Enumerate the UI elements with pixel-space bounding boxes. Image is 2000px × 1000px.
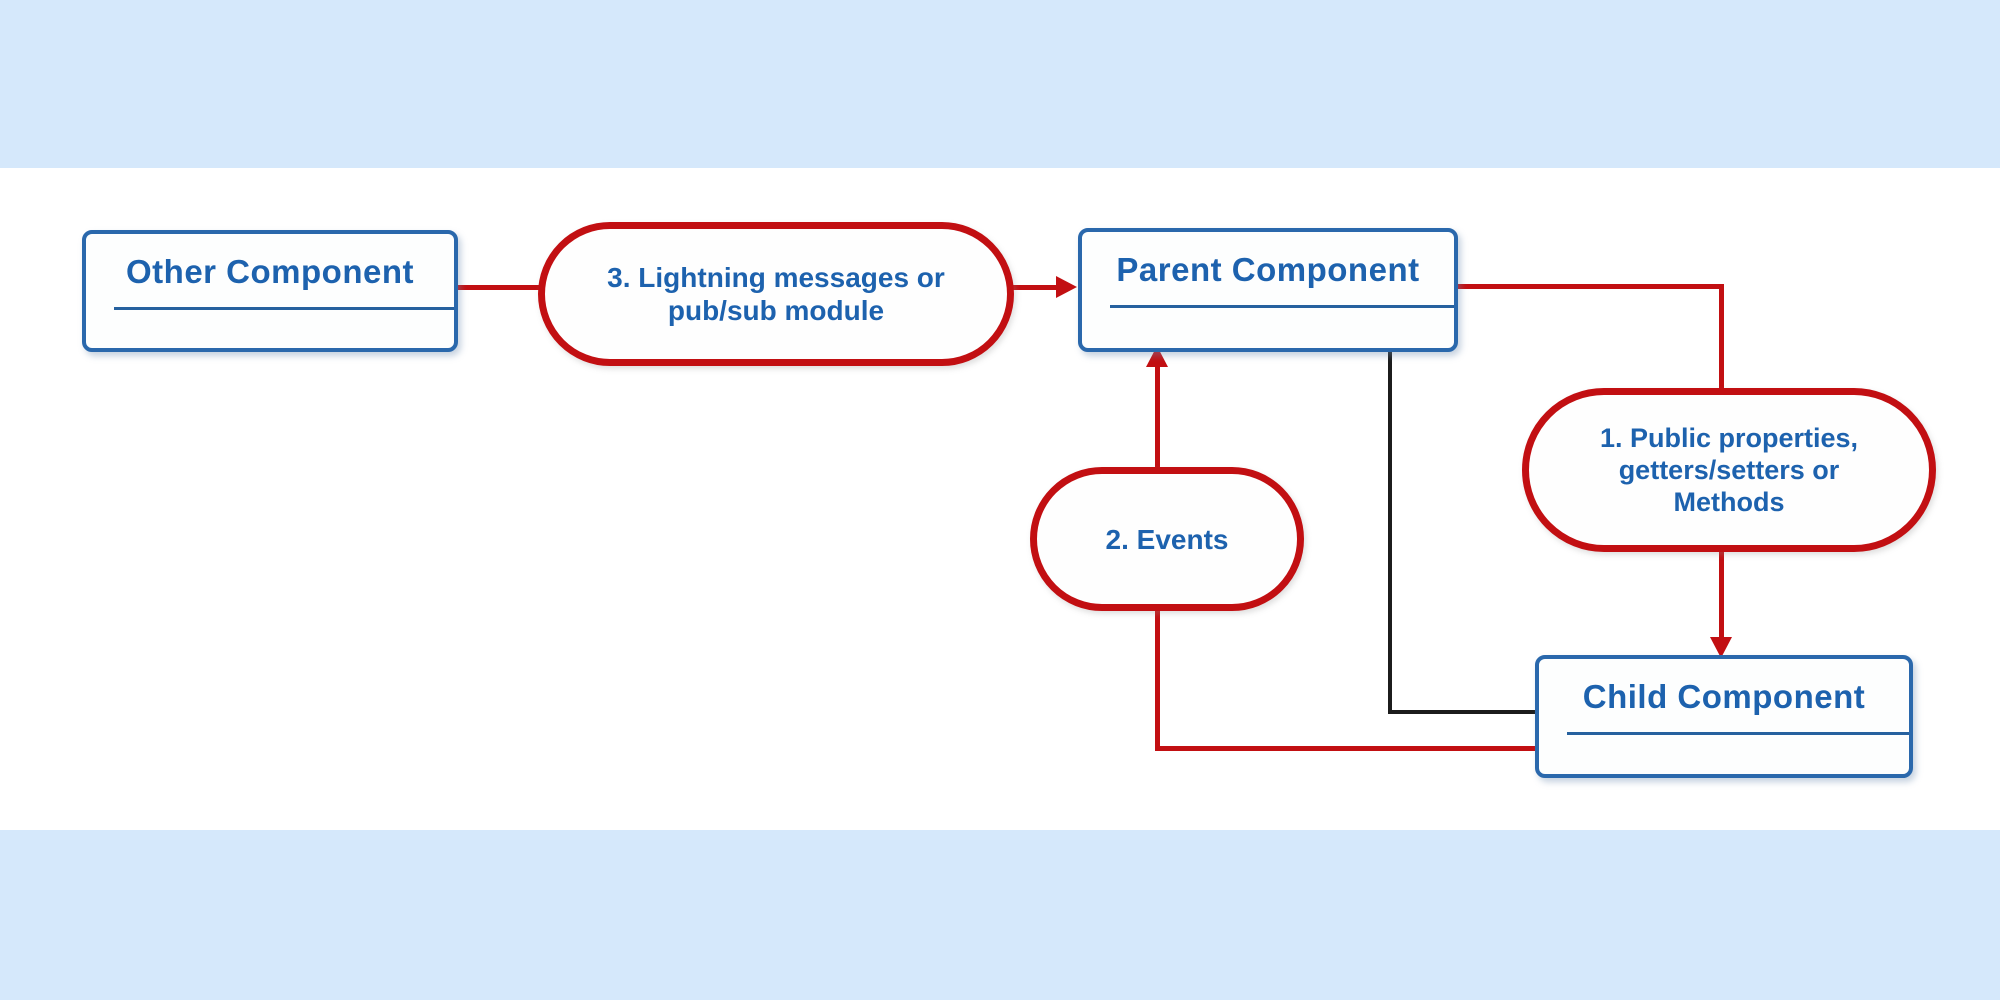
bottom-background-band: [0, 830, 2000, 1000]
lightning-messages-label: 3. Lightning messages or pub/sub module: [607, 262, 945, 326]
arrowhead-into-child-top: [1710, 637, 1732, 658]
connector-parent-to-child-vertical: [1388, 347, 1392, 714]
connector-messages-to-parent: [995, 285, 1060, 290]
connector-events-to-parent: [1155, 360, 1160, 472]
public-properties-oval: 1. Public properties, getters/setters or…: [1522, 388, 1936, 552]
events-label: 2. Events: [1105, 523, 1229, 555]
other-component-box: Other Component: [82, 230, 458, 352]
connector-other-to-messages: [446, 285, 546, 290]
lightning-messages-oval: 3. Lightning messages or pub/sub module: [538, 222, 1014, 366]
child-component-divider: [1567, 732, 1909, 735]
connector-parent-to-properties-vertical: [1719, 284, 1724, 392]
parent-component-divider: [1110, 305, 1454, 308]
other-component-label: Other Component: [126, 253, 414, 290]
connector-child-to-events-horizontal: [1155, 746, 1538, 751]
public-properties-label: 1. Public properties, getters/setters or…: [1599, 423, 1859, 517]
connector-properties-to-child: [1719, 534, 1724, 640]
parent-component-label: Parent Component: [1116, 251, 1420, 288]
parent-component-box: Parent Component: [1078, 228, 1458, 352]
child-component-label: Child Component: [1582, 678, 1866, 715]
connector-child-to-events-vertical: [1155, 594, 1160, 751]
events-oval: 2. Events: [1030, 467, 1304, 611]
connector-parent-to-child-horizontal: [1388, 710, 1538, 714]
connector-parent-to-properties-horizontal: [1448, 284, 1724, 289]
top-background-band: [0, 0, 2000, 168]
arrowhead-into-parent-left: [1056, 276, 1077, 298]
other-component-divider: [114, 307, 454, 310]
child-component-box: Child Component: [1535, 655, 1913, 778]
